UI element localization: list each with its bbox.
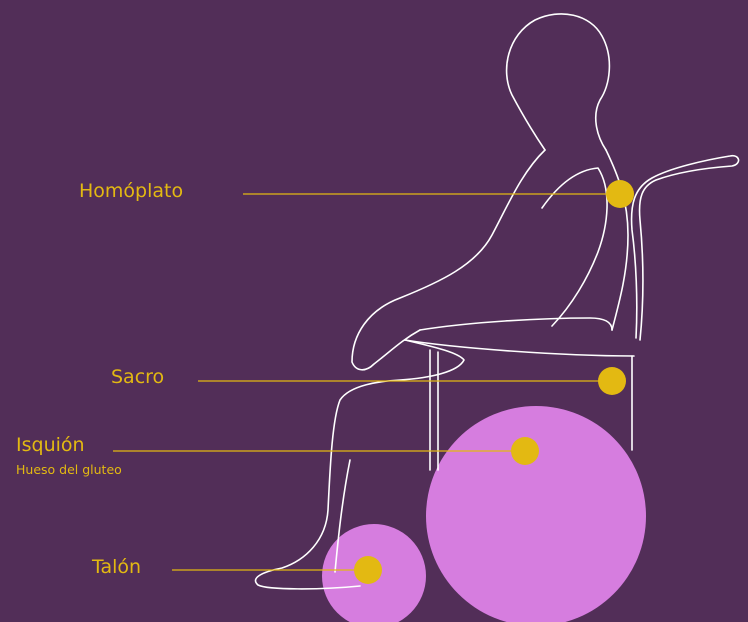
homoplato-label: Homóplato [79,180,183,202]
talon-marker [354,556,382,584]
isquion-sublabel: Hueso del gluteo [16,462,122,477]
isquion-label: Isquión [16,434,85,456]
isquion-marker [511,437,539,465]
sacro-marker [598,367,626,395]
homoplato-marker [606,180,634,208]
large-wheel [426,406,646,622]
talon-label: Talón [92,556,141,578]
sacro-label: Sacro [111,366,164,388]
